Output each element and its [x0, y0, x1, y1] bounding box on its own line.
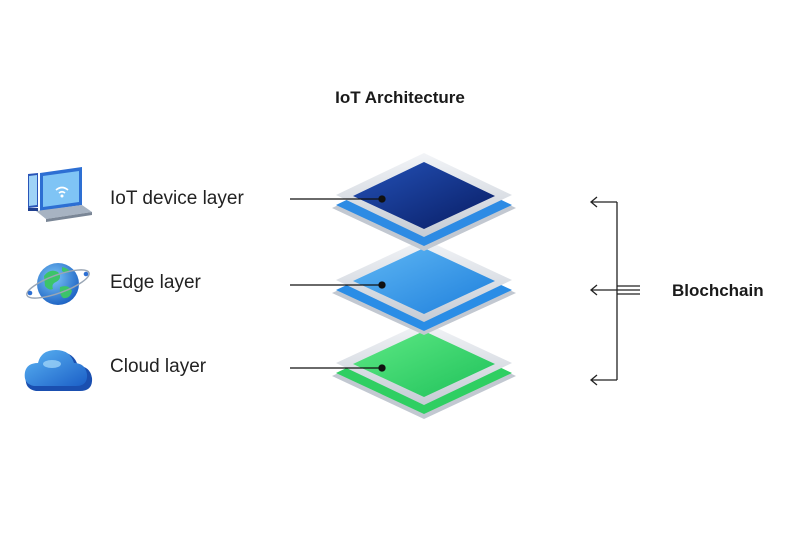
arrow-to-edge-layer [589, 284, 598, 296]
cloud-layer-tile [332, 322, 516, 419]
arrow-to-cloud-layer [589, 374, 598, 386]
label-iot-device-layer: IoT device layer [110, 188, 244, 209]
cloud-icon [24, 350, 93, 391]
iot-device-layer-tile [332, 153, 516, 251]
laptop-tablet-icon [28, 167, 92, 222]
globe-icon [26, 263, 90, 305]
blockchain-bracket [589, 196, 640, 386]
blockchain-label: Blochchain [672, 281, 764, 300]
label-cloud-layer: Cloud layer [110, 356, 207, 377]
connector-dot-iot-device [378, 195, 386, 203]
arrow-to-iot-layer [589, 196, 598, 208]
diagram-title: IoT Architecture [335, 88, 465, 107]
edge-layer-tile [332, 239, 516, 335]
connector-dot-edge [378, 281, 386, 289]
layer-connectors [290, 195, 386, 372]
label-edge-layer: Edge layer [110, 272, 201, 293]
connector-dot-cloud [378, 364, 386, 372]
